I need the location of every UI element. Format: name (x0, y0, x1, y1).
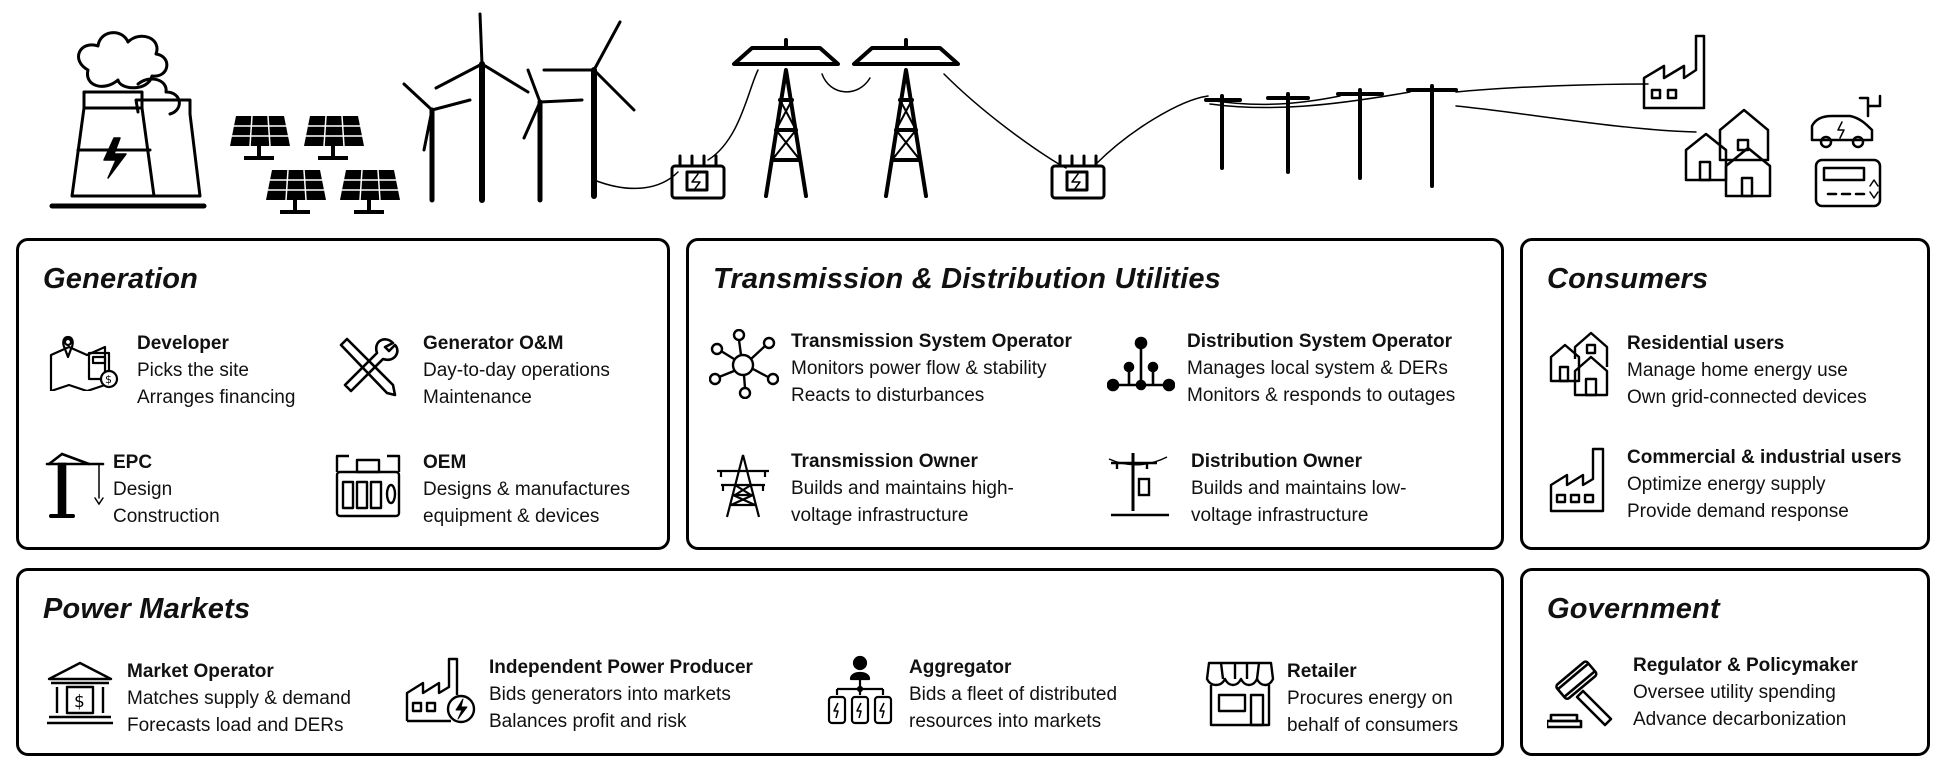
distribution-network-icon (1107, 336, 1175, 392)
role-description: Builds and maintains high- (791, 478, 1014, 499)
consumers-title: Consumers (1547, 263, 1709, 295)
svg-text:$: $ (105, 373, 112, 386)
td-utilities-panel: Transmission & Distribution Utilities Tr… (686, 238, 1504, 550)
role-name: Regulator & Policymaker (1633, 655, 1858, 676)
role-name: OEM (423, 452, 467, 473)
role-name: Market Operator (127, 661, 274, 682)
crane-icon (45, 452, 105, 518)
role-name: Commercial & industrial users (1627, 447, 1902, 468)
markets-title: Power Markets (43, 593, 251, 625)
thermostat-icon (1814, 158, 1882, 208)
role-description: Matches supply & demand (127, 688, 351, 709)
role-description: Optimize energy supply (1627, 474, 1826, 495)
batteries-icon (827, 655, 893, 725)
role-description: Provide demand response (1627, 501, 1849, 522)
role-description: Forecasts load and DERs (127, 715, 344, 736)
government-title: Government (1547, 593, 1720, 625)
role-description: Design (113, 479, 173, 500)
gavel-icon (1547, 660, 1613, 729)
role-description: Advance decarbonization (1633, 709, 1847, 730)
role-description: Construction (113, 506, 220, 527)
role-description: Procures energy on (1287, 688, 1453, 709)
role-description: Bids generators into markets (489, 684, 731, 705)
consumers-panel: Consumers Residential users Manage home … (1520, 238, 1930, 550)
role-description: Maintenance (423, 387, 532, 408)
electric-car-icon (1810, 94, 1882, 149)
transmission-tower-icon (732, 38, 960, 198)
storefront-icon (1205, 661, 1275, 727)
role-description: Day-to-day operations (423, 360, 610, 381)
role-name: Independent Power Producer (489, 657, 753, 678)
role-description: Picks the site (137, 360, 249, 381)
equipment-icon (335, 454, 401, 518)
factory-icon (1549, 447, 1605, 513)
transformer-icon (670, 154, 1106, 200)
role-description: Monitors & responds to outages (1187, 385, 1456, 406)
factory-icon (1642, 34, 1706, 110)
generation-panel: Generation $ Developer Picks the site Ar… (16, 238, 670, 550)
site-map-icon: $ (49, 335, 119, 391)
role-name: Aggregator (909, 657, 1012, 678)
role-description: Own grid-connected devices (1627, 387, 1867, 408)
role-name: Generator O&M (423, 333, 564, 354)
solar-panels-icon (230, 116, 400, 214)
role-description: behalf of consumers (1287, 715, 1459, 736)
td-title: Transmission & Distribution Utilities (713, 263, 1221, 295)
houses-icon (1549, 331, 1609, 397)
factory-bolt-icon (405, 657, 476, 724)
energy-flow-scene (49, 12, 1882, 214)
wind-turbines-icon (402, 12, 636, 203)
role-description: Arranges financing (137, 387, 296, 408)
network-hub-icon (709, 329, 779, 399)
role-description: equipment & devices (423, 506, 600, 527)
role-name: Residential users (1627, 333, 1785, 354)
bank-icon: $ (47, 661, 113, 725)
role-name: Distribution System Operator (1187, 331, 1452, 352)
role-description: resources into markets (909, 711, 1102, 732)
role-description: Manage home energy use (1627, 360, 1848, 381)
utility-pole-icon (1108, 453, 1169, 517)
role-name: Developer (137, 333, 229, 354)
role-description: Oversee utility spending (1633, 682, 1836, 703)
role-name: Transmission System Operator (791, 331, 1072, 352)
distribution-poles-icon (1204, 84, 1458, 188)
tools-icon (339, 337, 399, 397)
role-name: Distribution Owner (1191, 451, 1362, 472)
power-plant-icon (49, 31, 207, 209)
role-description: Monitors power flow & stability (791, 358, 1047, 379)
role-description: Reacts to disturbances (791, 385, 985, 406)
role-description: Builds and maintains low- (1191, 478, 1407, 499)
role-description: voltage infrastructure (1191, 505, 1369, 526)
role-description: Designs & manufactures (423, 479, 630, 500)
svg-text:$: $ (74, 692, 85, 712)
role-name: EPC (113, 452, 153, 473)
houses-icon (1684, 108, 1772, 198)
pylon-icon (717, 454, 769, 518)
role-name: Transmission Owner (791, 451, 978, 472)
generation-title: Generation (43, 263, 199, 295)
role-description: Balances profit and risk (489, 711, 687, 732)
role-description: voltage infrastructure (791, 505, 969, 526)
government-panel: Government Regulator & Policymaker Overs… (1520, 568, 1930, 756)
power-markets-panel: Power Markets $ Market Operator Matches … (16, 568, 1504, 756)
role-name: Retailer (1287, 661, 1357, 682)
role-description: Bids a fleet of distributed (909, 684, 1118, 705)
role-description: Manages local system & DERs (1187, 358, 1448, 379)
